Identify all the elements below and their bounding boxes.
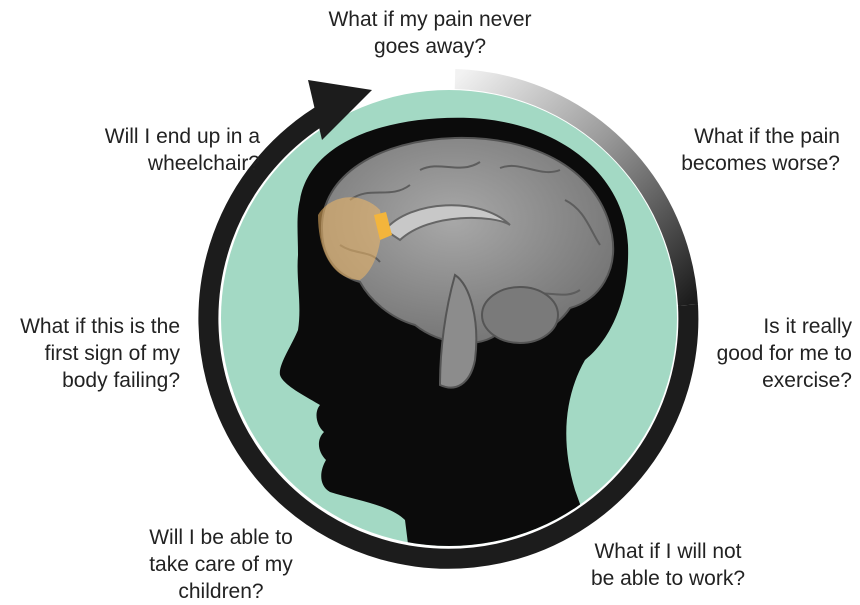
question-top-line-1: What if my pain never <box>300 6 560 33</box>
question-top-line-2: goes away? <box>300 33 560 60</box>
question-upper-right: What if the pain becomes worse? <box>610 123 840 177</box>
question-upper-right-line-1: What if the pain <box>610 123 840 150</box>
question-lower-left: Will I be able to take care of my childr… <box>136 524 306 605</box>
question-lower-left-line-3: children? <box>136 578 306 605</box>
question-mid-right: Is it really good for me to exercise? <box>690 313 852 394</box>
question-lower-right-line-2: be able to work? <box>568 565 768 592</box>
question-upper-left: Will I end up in a wheelchair? <box>60 123 260 177</box>
question-upper-left-line-1: Will I end up in a <box>60 123 260 150</box>
question-lower-right: What if I will not be able to work? <box>568 538 768 592</box>
question-mid-right-line-3: exercise? <box>690 367 852 394</box>
question-mid-left: What if this is the first sign of my bod… <box>5 313 180 394</box>
question-mid-left-line-3: body failing? <box>5 367 180 394</box>
question-lower-left-line-1: Will I be able to <box>136 524 306 551</box>
question-mid-left-line-2: first sign of my <box>5 340 180 367</box>
question-lower-right-line-1: What if I will not <box>568 538 768 565</box>
cerebellum <box>482 287 558 343</box>
question-top: What if my pain never goes away? <box>300 6 560 60</box>
question-upper-right-line-2: becomes worse? <box>610 150 840 177</box>
question-lower-left-line-2: take care of my <box>136 551 306 578</box>
question-mid-left-line-1: What if this is the <box>5 313 180 340</box>
question-mid-right-line-2: good for me to <box>690 340 852 367</box>
question-upper-left-line-2: wheelchair? <box>60 150 260 177</box>
question-mid-right-line-1: Is it really <box>690 313 852 340</box>
